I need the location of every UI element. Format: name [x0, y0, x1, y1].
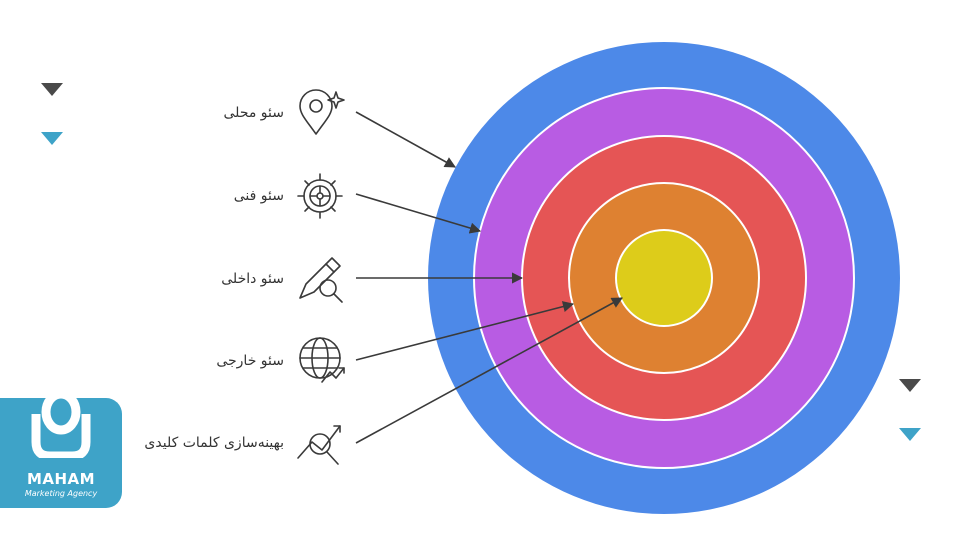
label-onpage-seo: سئو داخلی — [221, 271, 284, 287]
arrow-1 — [355, 111, 456, 168]
arrow-4 — [355, 301, 575, 361]
pencil-search-icon — [299, 257, 343, 303]
location-sparkle-icon — [299, 89, 345, 135]
logo-subtitle: Marketing Agency — [24, 489, 98, 498]
arrow-2 — [355, 193, 482, 234]
logo-mark-icon — [31, 389, 91, 458]
arrow-5 — [355, 297, 623, 444]
triangle-blue-bottom-right — [899, 428, 921, 441]
maham-logo: MAHAM Marketing Agency — [0, 389, 122, 508]
chart-search-icon — [297, 425, 341, 465]
ring-5 — [615, 229, 713, 327]
label-keyword-optimization: بهینه‌سازی کلمات کلیدی — [144, 435, 284, 451]
logo-name: MAHAM — [26, 470, 96, 488]
label-offpage-seo: سئو خارجی — [216, 353, 284, 369]
triangle-dark-bottom-right — [899, 379, 921, 392]
label-local-seo: سئو محلی — [223, 105, 284, 121]
globe-growth-icon — [299, 337, 345, 383]
triangle-dark-top-left — [41, 83, 63, 96]
triangle-blue-top-left — [41, 132, 63, 145]
label-technical-seo: سئو فنی — [233, 188, 284, 204]
gear-icon — [297, 173, 343, 219]
